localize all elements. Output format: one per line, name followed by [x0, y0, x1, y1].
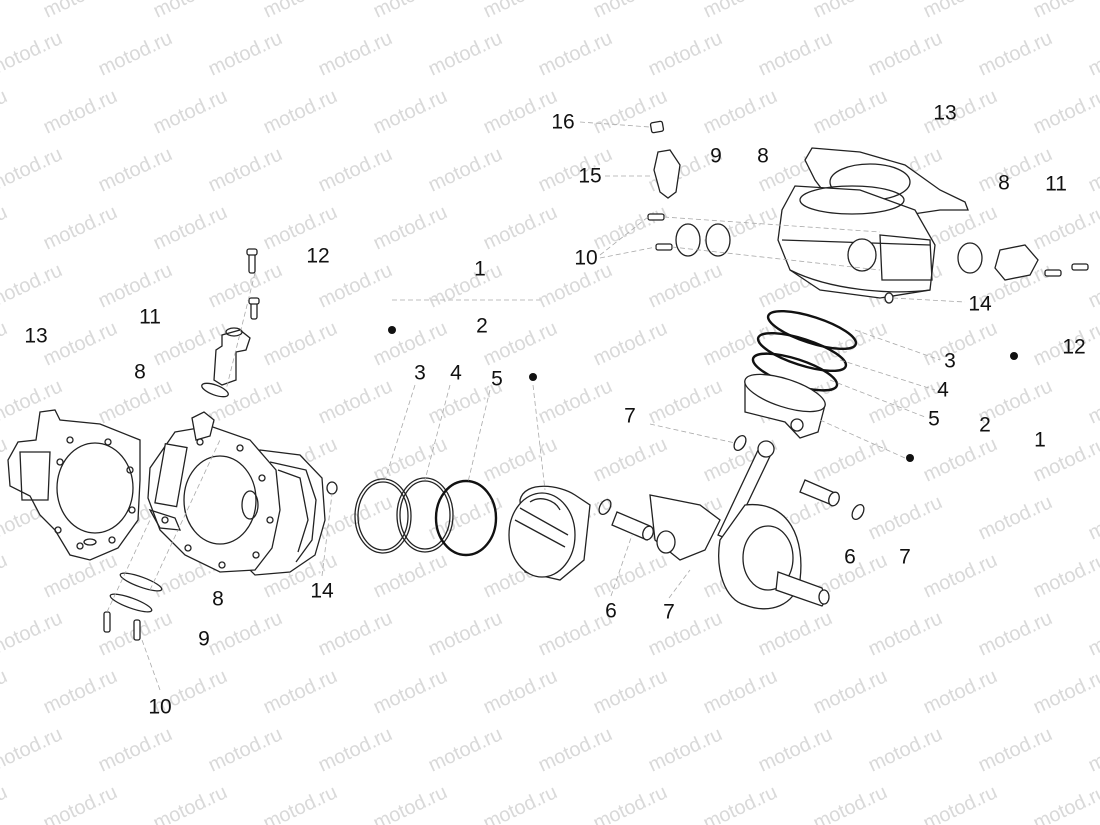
callout-6: 6: [844, 545, 856, 569]
piston-right: [744, 373, 826, 439]
callout-15: 15: [578, 164, 602, 188]
dowel-right: [884, 292, 894, 304]
cover-plate-right: [675, 223, 701, 257]
bullet-dot: [906, 454, 914, 462]
callout-7: 7: [899, 545, 911, 569]
piston-center: [508, 485, 591, 581]
callout-2: 2: [979, 413, 991, 437]
gasket-left-upper: [201, 382, 229, 398]
bolts-right-side: [1044, 263, 1089, 277]
piston-pin-lower: [611, 511, 654, 541]
callout-5: 5: [491, 367, 503, 391]
callout-12: 12: [306, 244, 330, 268]
callout-8: 8: [134, 360, 146, 384]
gasket-right-side: [957, 242, 983, 274]
callout-1: 1: [1034, 428, 1046, 452]
bolts-left-top: [246, 248, 260, 320]
bullet-dot: [529, 373, 537, 381]
piston-rings-center: [354, 477, 498, 557]
callout-4: 4: [450, 361, 462, 385]
circlip-2: [598, 498, 612, 516]
bolts-right-top: [647, 213, 673, 251]
callout-11: 11: [139, 305, 161, 329]
callout-8: 8: [212, 587, 224, 611]
callout-16: 16: [551, 110, 575, 134]
callout-10: 10: [574, 246, 598, 270]
circlip-3: [851, 503, 865, 521]
callout-12: 12: [1062, 335, 1086, 359]
bullet-dot: [1010, 352, 1018, 360]
callout-3: 3: [944, 349, 956, 373]
callout-4: 4: [937, 378, 949, 402]
head-gasket-left: [7, 409, 141, 561]
callout-6: 6: [605, 599, 617, 623]
bolts-left-bottom: [103, 611, 141, 641]
chain-tensioner-left: [213, 327, 251, 386]
callout-2: 2: [476, 314, 488, 338]
bullet-dot: [388, 326, 396, 334]
callout-9: 9: [710, 144, 722, 168]
callout-7: 7: [624, 404, 636, 428]
callout-8: 8: [998, 171, 1010, 195]
cover-plate-left: [109, 593, 153, 613]
callout-5: 5: [928, 407, 940, 431]
crankshaft-connecting-rod: [649, 440, 830, 610]
callout-7: 7: [663, 600, 675, 624]
nut-16: [649, 120, 665, 134]
leader-lines: [106, 121, 966, 691]
callout-11: 11: [1045, 172, 1067, 196]
callout-10: 10: [148, 695, 172, 719]
piston-pin-upper: [799, 479, 840, 507]
dowel-left: [326, 481, 338, 495]
cylinder-block-right: [777, 185, 936, 299]
callout-1: 1: [474, 257, 486, 281]
callout-14: 14: [310, 579, 334, 603]
bracket-15: [653, 149, 681, 199]
callout-14: 14: [968, 292, 992, 316]
gasket-right-left: [705, 223, 731, 257]
callout-9: 9: [198, 627, 210, 651]
chain-tensioner-right: [994, 244, 1039, 281]
cylinder-block-left: [147, 411, 326, 576]
callout-8: 8: [757, 144, 769, 168]
callout-3: 3: [414, 361, 426, 385]
callout-13: 13: [933, 101, 957, 125]
callout-13: 13: [24, 324, 48, 348]
circlip-1: [733, 434, 747, 452]
